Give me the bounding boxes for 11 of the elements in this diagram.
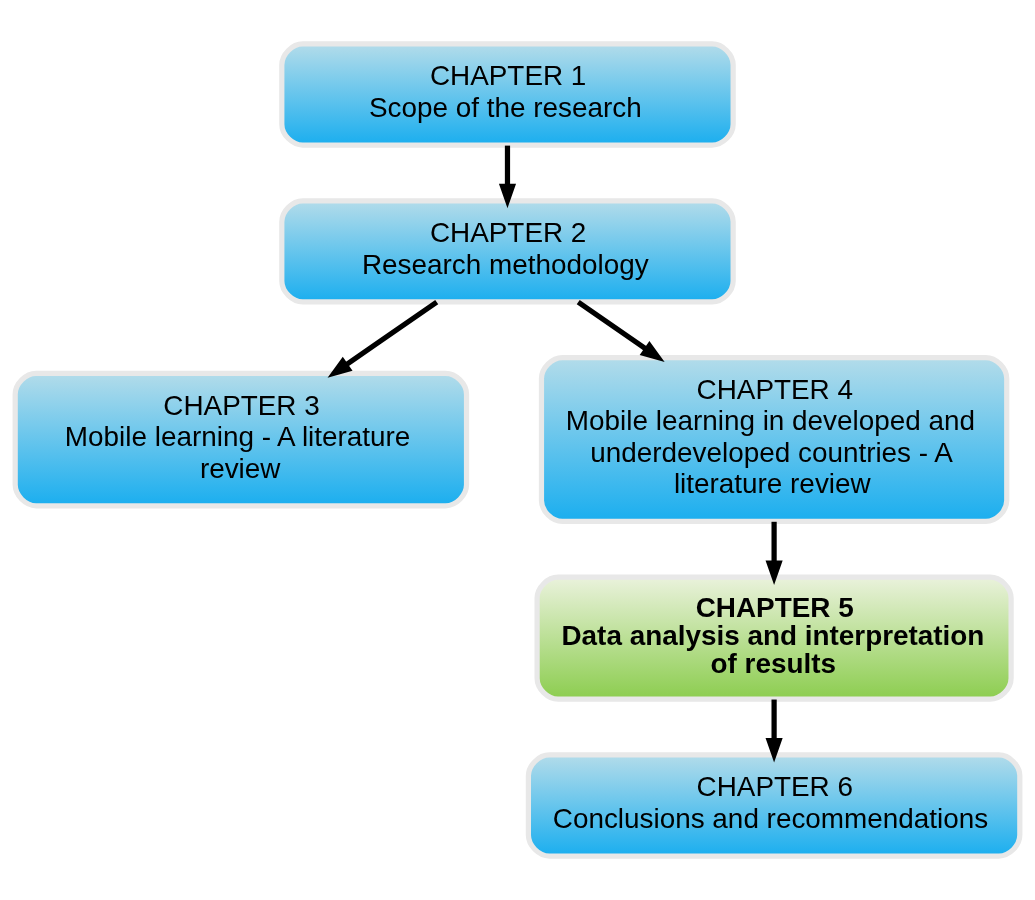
arrow <box>576 299 665 362</box>
node-box: CHAPTER 5 Data analysis and interpretation of results <box>534 574 1014 702</box>
node-box: CHAPTER 6 Conclusions and recommendations <box>525 752 1023 859</box>
arrow <box>327 299 439 378</box>
arrow <box>765 699 783 763</box>
node-box: CHAPTER 2 Research methodology <box>279 198 736 305</box>
node-box: CHAPTER 4 Mobile learning in developed and underdeveloped countries - A literature review <box>538 355 1010 525</box>
arrow <box>498 145 517 209</box>
node-box: CHAPTER 1 Scope of the research <box>279 41 736 148</box>
arrow <box>765 521 783 585</box>
node-box: CHAPTER 3 Mobile learning - A literature review <box>12 370 470 509</box>
